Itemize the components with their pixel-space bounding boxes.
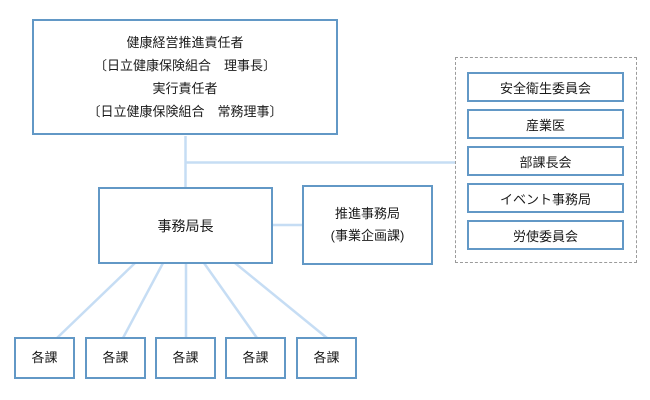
executive-title-line: 健康経営推進責任者: [126, 35, 244, 50]
related-body-occupational-physician: 産業医: [467, 109, 624, 139]
related-body-event-office: イベント事務局: [467, 183, 624, 213]
executive-responsibility-box: 健康経営推進責任者 〔日立健康保険組合 理事長〕 実行責任者 〔日立健康保険組合…: [32, 19, 338, 135]
execution-title-line: 実行責任者: [152, 81, 218, 96]
connector-secretary-to-department-4: [202, 262, 259, 339]
executive-org-line: 〔日立健康保険組合 理事長〕: [93, 58, 276, 73]
connector-secretary-to-department-1: [56, 262, 136, 339]
department-box-4: 各課: [225, 337, 286, 379]
promotion-office-dept-line: (事業企画課): [330, 228, 405, 243]
secretary-general-label: 事務局長: [157, 217, 214, 234]
department-box-1: 各課: [14, 337, 75, 379]
related-body-managers-meeting: 部課長会: [467, 146, 624, 176]
execution-org-line: 〔日立健康保険組合 常務理事〕: [87, 104, 283, 119]
promotion-office-line: 推進事務局: [334, 206, 400, 221]
promotion-office-box: 推進事務局 (事業企画課): [302, 185, 433, 265]
related-bodies-group: 安全衛生委員会 産業医 部課長会 イベント事務局 労使委員会: [455, 57, 637, 263]
department-box-3: 各課: [155, 337, 216, 379]
connector-secretary-to-department-5: [234, 262, 328, 339]
related-body-safety-committee: 安全衛生委員会: [467, 72, 624, 102]
connector-secretary-to-department-2: [121, 262, 165, 339]
department-box-5: 各課: [296, 337, 357, 379]
secretary-general-box: 事務局長: [98, 187, 273, 264]
related-body-labor-management-committee: 労使委員会: [467, 220, 624, 250]
department-box-2: 各課: [85, 337, 146, 379]
